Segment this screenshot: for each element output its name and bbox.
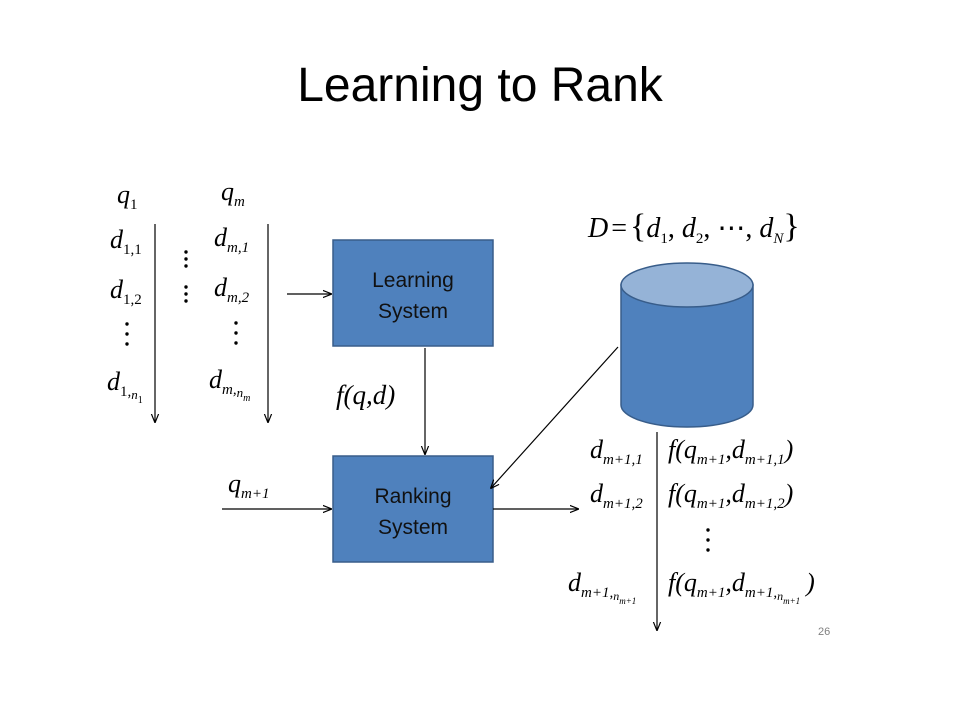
output-doc-1: dm+1,1	[590, 435, 643, 468]
document-database-cylinder	[620, 262, 754, 428]
documents-to-ranking-arrow	[491, 346, 619, 488]
ranking-system-label-1: Ranking	[374, 485, 451, 508]
learning-system-box: Learning System	[332, 239, 494, 347]
output-vertical-ellipsis	[706, 528, 710, 552]
output-score-n: f(qm+1,dm+1,nm+1)	[668, 568, 815, 606]
page-number: 26	[818, 626, 830, 638]
doc-m-2: dm,2	[214, 273, 250, 306]
query-m-group: qm dm,1 dm,2 dm,nm	[209, 177, 268, 422]
query-1-group: q1 d1,1 d1,2 d1,n1	[107, 180, 155, 422]
new-query-label: qm+1	[228, 469, 269, 502]
slide-title: Learning to Rank	[297, 59, 663, 112]
doc-m-1: dm,1	[214, 223, 249, 256]
doc-1-1: d1,1	[110, 225, 142, 258]
doc-1-n1: d1,n1	[107, 367, 143, 406]
vertical-ellipsis-m	[234, 321, 238, 345]
doc-1-2: d1,2	[110, 275, 142, 308]
ranking-system-label-2: System	[378, 516, 448, 539]
query-m-label: qm	[221, 177, 245, 210]
output-doc-n: dm+1,nm+1	[568, 568, 636, 606]
learning-system-label-2: System	[378, 300, 448, 323]
output-doc-2: dm+1,2	[590, 479, 643, 512]
output-score-2: f(qm+1,dm+1,2)	[668, 479, 793, 512]
ranking-system-box: Ranking System	[332, 455, 494, 563]
output-score-1: f(qm+1,dm+1,1)	[668, 435, 793, 468]
learning-system-label-1: Learning	[372, 269, 454, 292]
document-set-formula: D={d1, d2, ⋯, dN}	[587, 208, 800, 247]
model-function-label: f(q,d)	[336, 380, 395, 410]
query-1-label: q1	[117, 180, 138, 213]
doc-m-nm: dm,nm	[209, 365, 250, 404]
vertical-ellipsis-between-queries	[184, 250, 188, 303]
vertical-ellipsis-1	[125, 322, 129, 346]
